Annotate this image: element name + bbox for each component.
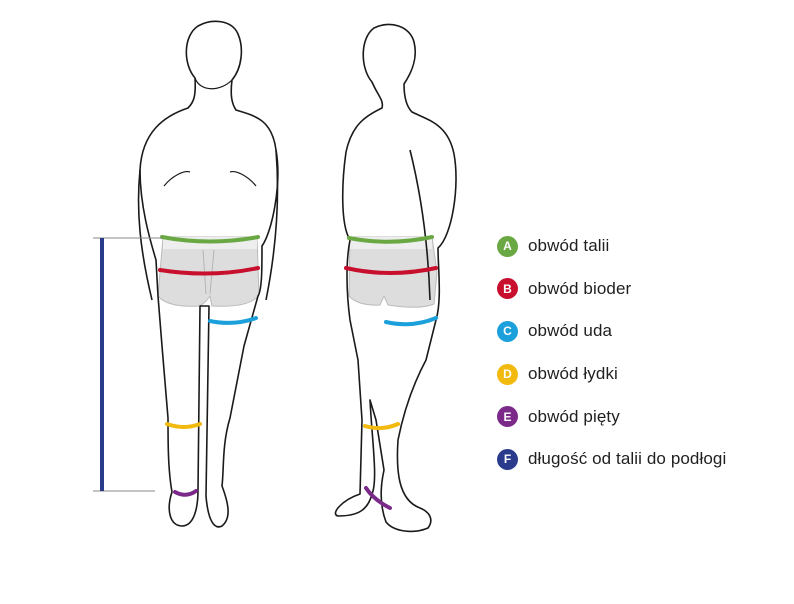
front-hip-band — [158, 266, 260, 276]
badge-f: F — [497, 448, 518, 470]
badge-a: A — [497, 235, 518, 257]
legend-label-length: długość od talii do podłogi — [528, 449, 727, 469]
side-thigh-band — [384, 316, 438, 327]
badge-e: E — [497, 406, 518, 428]
front-calf-band — [165, 422, 202, 429]
side-waist-band — [347, 235, 434, 244]
front-thigh-band — [208, 316, 258, 325]
front-left-arm — [137, 169, 153, 301]
side-arm — [409, 149, 431, 301]
legend-item-length: F długość od talii do podłogi — [497, 438, 726, 481]
front-waist-band — [160, 235, 260, 244]
badge-d: D — [497, 363, 518, 385]
legend-label-thigh: obwód uda — [528, 321, 613, 341]
legend-label-waist: obwód talii — [528, 236, 610, 256]
side-calf-band — [363, 422, 400, 431]
side-hip-band — [344, 266, 438, 275]
side-figure — [334, 23, 457, 533]
legend-label-heel: obwód pięty — [528, 406, 620, 426]
legend-label-calf: obwód łydki — [528, 364, 618, 384]
front-body-outline — [139, 20, 279, 528]
legend-label-hips: obwód bioder — [528, 278, 632, 298]
front-heel-band — [173, 489, 198, 497]
front-neck-detail — [194, 77, 233, 90]
badge-c: C — [497, 320, 518, 342]
badge-b: B — [497, 278, 518, 300]
legend-item-waist: A obwód talii — [497, 225, 726, 268]
legend-item-heel: E obwód pięty — [497, 395, 726, 438]
legend-item-thigh: C obwód uda — [497, 310, 726, 353]
legend-item-hips: B obwód bioder — [497, 268, 726, 311]
front-right-arm — [265, 149, 279, 301]
side-body-outline — [334, 23, 457, 533]
measurement-legend: A obwód talii B obwód bioder C obwód uda… — [497, 225, 726, 481]
legend-item-calf: D obwód łydki — [497, 353, 726, 396]
front-shoulder-line — [163, 171, 257, 187]
side-heel-band — [364, 486, 392, 510]
